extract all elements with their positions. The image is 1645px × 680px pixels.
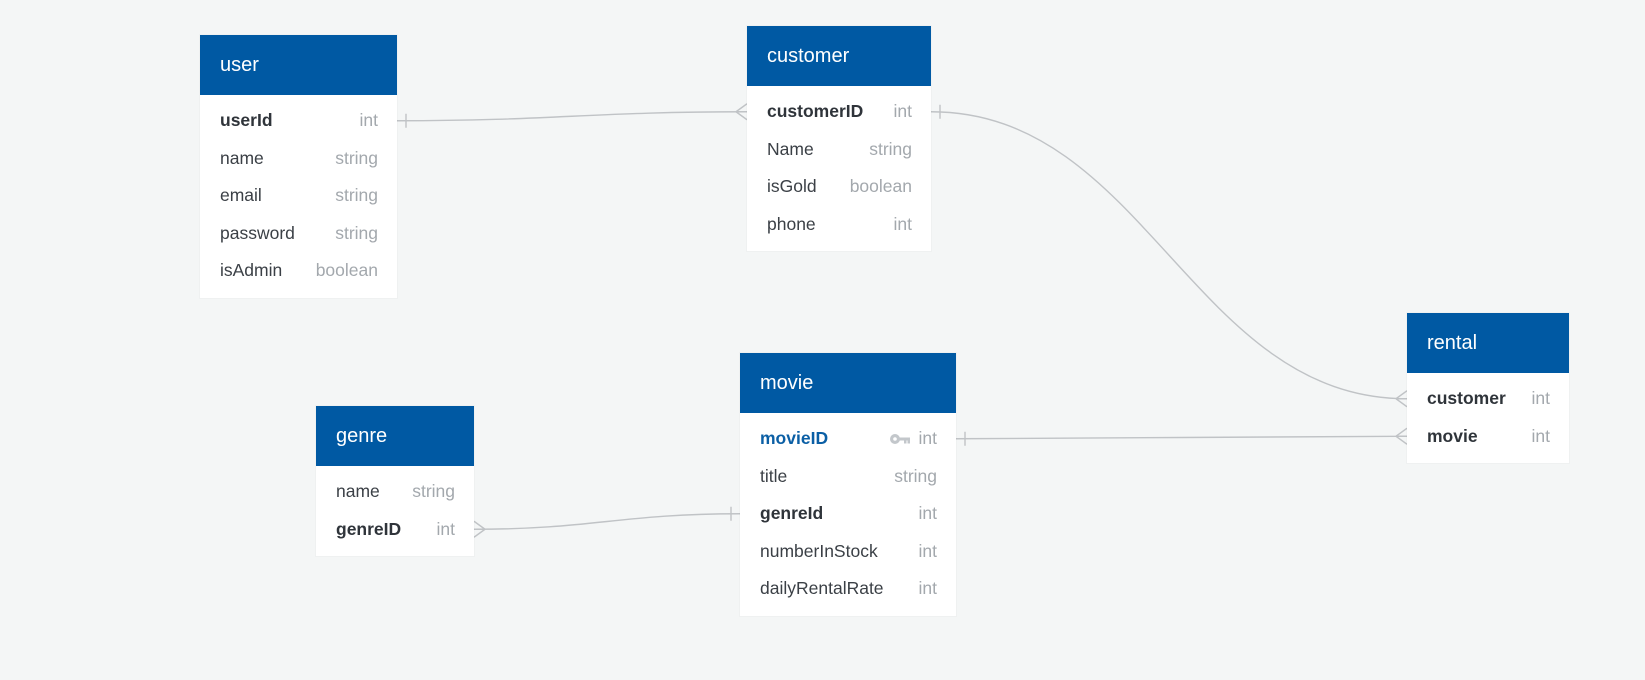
table-fields: userId int name string email string password st… xyxy=(200,95,397,298)
field-type: int xyxy=(893,101,912,122)
field-type: int xyxy=(436,518,455,539)
field-row[interactable]: name string xyxy=(316,473,474,511)
field-row[interactable]: genreID int xyxy=(316,511,474,549)
table-fields: customer int movie int xyxy=(1407,373,1569,463)
field-type: int xyxy=(359,110,378,131)
field-name: customerID xyxy=(767,101,864,122)
relationship-line xyxy=(396,111,748,122)
field-row[interactable]: title string xyxy=(740,458,956,496)
relationship-line xyxy=(930,111,1408,400)
field-type: int xyxy=(1531,425,1550,446)
relationship-line xyxy=(955,435,1408,440)
field-name: movie xyxy=(1427,425,1478,446)
field-row[interactable]: phone int xyxy=(747,206,931,244)
relationship-line xyxy=(473,513,741,530)
field-row[interactable]: isAdmin boolean xyxy=(200,252,397,290)
field-name: numberInStock xyxy=(760,540,878,561)
field-row[interactable]: customerID int xyxy=(747,93,931,131)
field-type: string xyxy=(894,465,937,486)
field-name: title xyxy=(760,465,788,486)
field-row[interactable]: movieID int xyxy=(740,420,956,458)
field-type: boolean xyxy=(849,176,912,197)
field-name: movieID xyxy=(760,428,829,449)
field-type: int xyxy=(918,503,937,524)
field-type: string xyxy=(335,147,378,168)
field-name: customer xyxy=(1427,388,1506,409)
table-fields: name string genreID int xyxy=(316,466,474,556)
field-row[interactable]: genreId int xyxy=(740,495,956,533)
field-type: int xyxy=(918,428,937,449)
field-name: isAdmin xyxy=(220,260,283,281)
many-cardinality-marker xyxy=(473,520,486,538)
field-type: int xyxy=(1531,388,1550,409)
field-row[interactable]: isGold boolean xyxy=(747,168,931,206)
field-row[interactable]: customer int xyxy=(1407,380,1569,418)
field-name: genreID xyxy=(336,518,402,539)
many-cardinality-marker xyxy=(1395,390,1408,408)
key-icon xyxy=(889,433,911,445)
field-name: phone xyxy=(767,213,816,234)
field-row[interactable]: dailyRentalRate int xyxy=(740,570,956,608)
field-row[interactable]: password string xyxy=(200,215,397,253)
field-name: name xyxy=(336,481,380,502)
table-header[interactable]: user xyxy=(200,35,397,95)
table-header[interactable]: rental xyxy=(1407,313,1569,373)
field-row[interactable]: email string xyxy=(200,177,397,215)
field-type: int xyxy=(918,578,937,599)
field-type: string xyxy=(335,185,378,206)
field-type: int xyxy=(918,540,937,561)
field-name: email xyxy=(220,185,262,206)
field-row[interactable]: name string xyxy=(200,140,397,178)
field-name: userId xyxy=(220,110,273,131)
field-type: boolean xyxy=(315,260,378,281)
field-type: string xyxy=(335,222,378,243)
table-genre[interactable]: genre name string genreID int xyxy=(316,406,474,556)
field-row[interactable]: Name string xyxy=(747,131,931,169)
field-row[interactable]: userId int xyxy=(200,102,397,140)
field-type: string xyxy=(869,138,912,159)
field-name: name xyxy=(220,147,264,168)
field-name: isGold xyxy=(767,176,817,197)
field-name: dailyRentalRate xyxy=(760,578,884,599)
table-header[interactable]: genre xyxy=(316,406,474,466)
field-type: int xyxy=(893,213,912,234)
table-rental[interactable]: rental customer int movie int xyxy=(1407,313,1569,463)
field-name: Name xyxy=(767,138,814,159)
field-row[interactable]: movie int xyxy=(1407,418,1569,456)
field-type: string xyxy=(412,481,455,502)
field-name: genreId xyxy=(760,503,824,524)
many-cardinality-marker xyxy=(735,103,748,121)
table-header[interactable]: customer xyxy=(747,26,931,86)
table-header[interactable]: movie xyxy=(740,353,956,413)
field-row[interactable]: numberInStock int xyxy=(740,533,956,571)
field-name: password xyxy=(220,222,295,243)
many-cardinality-marker xyxy=(1395,427,1408,445)
